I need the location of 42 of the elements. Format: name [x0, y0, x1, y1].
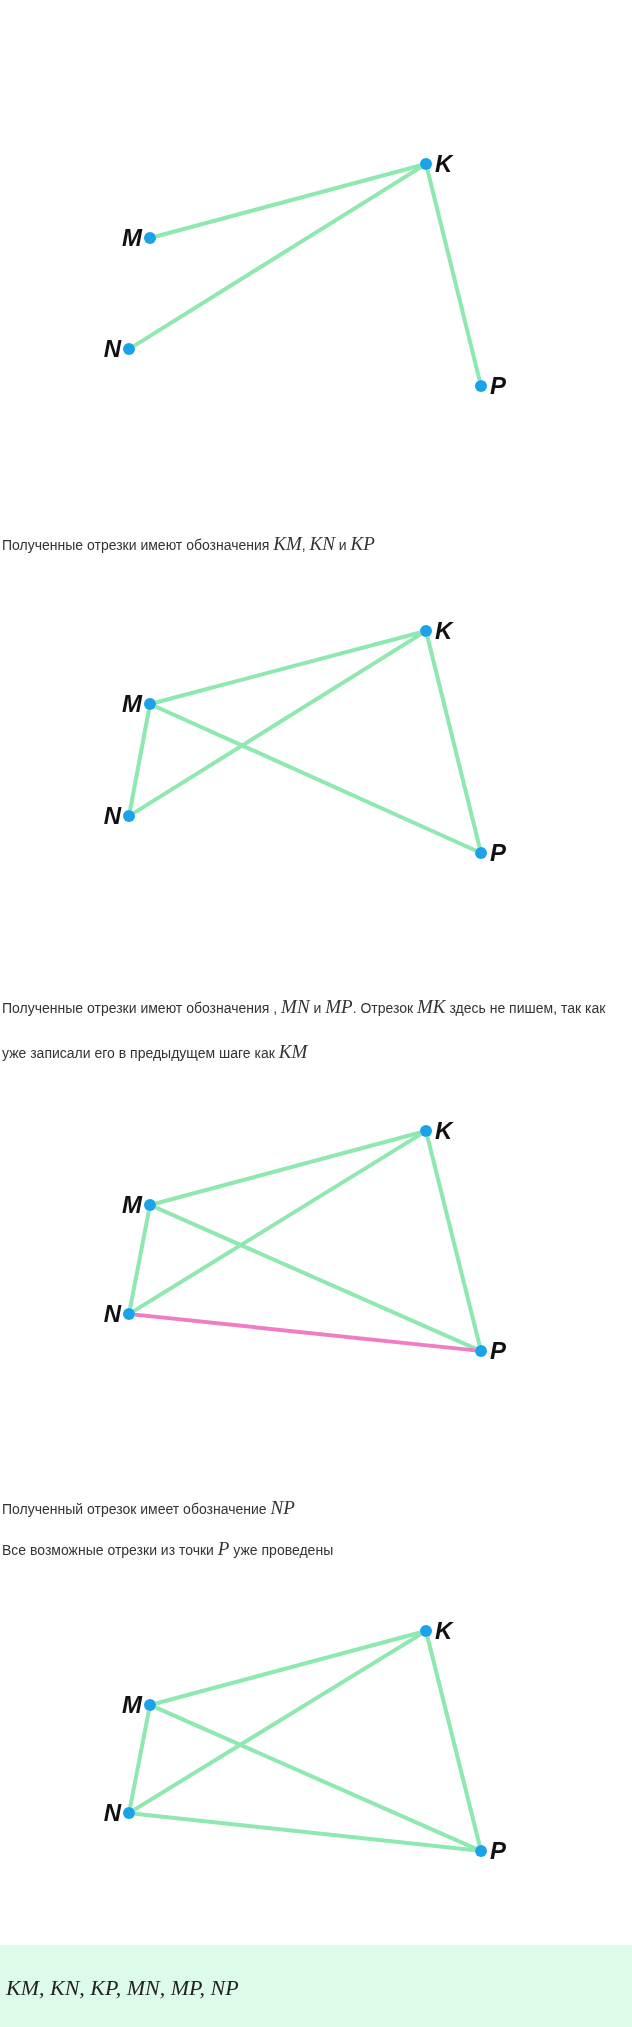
point-label: M: [122, 224, 142, 252]
line-segment: [154, 1205, 477, 1351]
line-segment: [155, 1130, 421, 1206]
line-segment: [128, 1710, 151, 1808]
point-label: K: [435, 150, 453, 178]
line-segment: [155, 163, 421, 239]
point-label: M: [122, 1691, 142, 1719]
line-segment: [133, 165, 422, 348]
point-label: P: [490, 839, 506, 867]
line-segment: [133, 1132, 422, 1313]
answer-panel: [0, 1945, 632, 2027]
explanation-text: Все возможные отрезки из точки P уже проведены: [2, 1537, 335, 1561]
point-label: M: [122, 690, 142, 718]
explanation-text: Полученные отрезки имеют обозначения KM, KN и KP: [2, 532, 376, 556]
point-label: P: [490, 1837, 506, 1865]
line-segment: [154, 704, 477, 853]
line-segment: [155, 1630, 421, 1706]
point-label: K: [435, 1117, 453, 1145]
line-segment: [128, 1210, 151, 1309]
line-segment: [155, 630, 421, 705]
line-segment: [128, 709, 151, 811]
point-label: M: [122, 1191, 142, 1219]
line-segment: [134, 1811, 476, 1853]
point-label: K: [435, 617, 453, 645]
line-segment: [425, 1636, 482, 1846]
line-segment: [134, 1312, 476, 1353]
explanation-text: Полученный отрезок имеет обозначение NP: [2, 1496, 296, 1520]
line-segment: [425, 169, 482, 381]
point-label: K: [435, 1617, 453, 1645]
point-label: N: [103, 802, 121, 830]
line-segment: [133, 1632, 422, 1812]
explanation-text: Полученные отрезки имеют обозначения , MN и MP. Отрезок MK здесь не пишем, так как уже записали его в предыдущем шаге как KM: [2, 995, 607, 1064]
point-label: N: [103, 1799, 121, 1827]
line-segment: [154, 1705, 477, 1851]
point-label: P: [490, 1337, 506, 1365]
line-segment: [425, 1136, 482, 1346]
point-label: N: [103, 1300, 121, 1328]
line-segment: [133, 632, 422, 815]
answer-text: KM, KN, KP, MN, MP, NP: [6, 1975, 239, 2001]
line-segment: [425, 636, 482, 848]
point-label: N: [103, 335, 121, 363]
point-label: P: [490, 372, 506, 400]
